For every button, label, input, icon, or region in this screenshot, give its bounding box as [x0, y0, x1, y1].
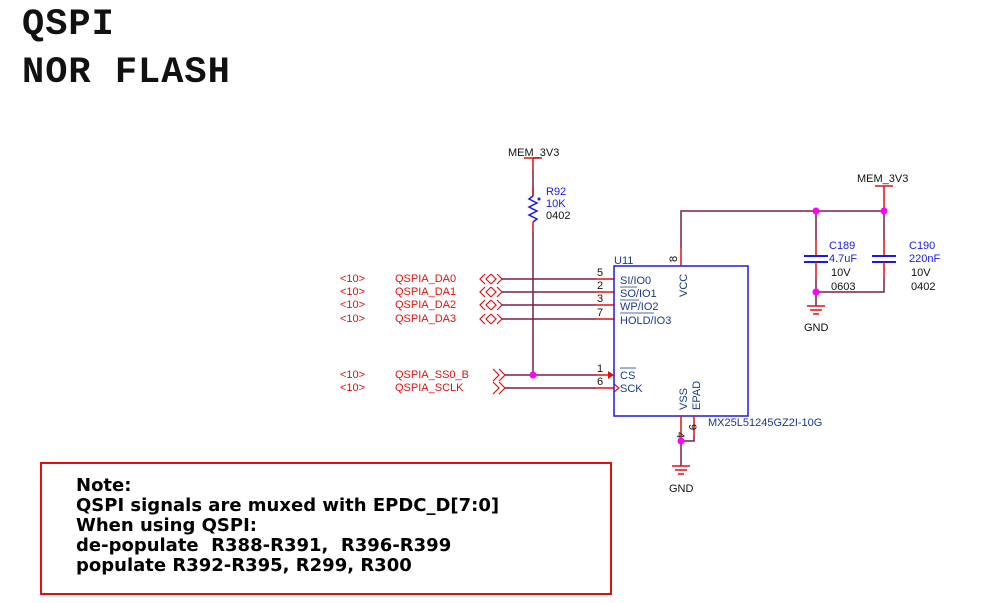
- c190-ref: C190: [909, 240, 935, 252]
- net-row-ss0: <10> QSPIA_SS0_B: [340, 368, 614, 382]
- junction-dot: [677, 437, 685, 445]
- net-page-ref: <10>: [340, 369, 365, 381]
- c190-package: 0402: [911, 281, 935, 293]
- bidir-offpage-icon: [479, 286, 503, 298]
- note-line: de-populate R388-R391, R396-R399: [76, 535, 452, 556]
- note-box: Note: QSPI signals are muxed with EPDC_D…: [40, 462, 612, 595]
- ground-icon: [672, 465, 690, 475]
- note-heading: Note:: [76, 475, 132, 496]
- r92-power-label: MEM_3V3: [508, 147, 559, 159]
- net-page-ref: <10>: [340, 313, 365, 325]
- bidir-offpage-icon: [479, 299, 503, 311]
- pin-number: 9: [686, 424, 698, 430]
- r92-package: 0402: [546, 210, 570, 222]
- net-row-sclk: <10> QSPIA_SCLK: [340, 381, 620, 395]
- pin-number: 2: [597, 280, 603, 292]
- net-page-ref: <10>: [340, 273, 365, 285]
- net-name: QSPIA_SS0_B: [395, 369, 469, 381]
- pin-number: 8: [668, 256, 680, 262]
- c190-value: 220nF: [909, 253, 940, 265]
- c189-value: 4.7uF: [829, 253, 857, 265]
- u11-part-number: MX25L51245GZ2I-10G: [708, 417, 822, 429]
- ground-icon: [807, 305, 825, 315]
- net-page-ref: <10>: [340, 382, 365, 394]
- net-name: QSPIA_DA2: [395, 299, 456, 311]
- net-row-da3: <10> QSPIA_DA3: [340, 313, 614, 325]
- pin-number: 4: [674, 432, 686, 438]
- cap-power-label: MEM_3V3: [857, 173, 908, 185]
- input-offpage-icon: [492, 368, 506, 382]
- gnd-label-ic: GND: [669, 483, 694, 495]
- schematic-title-line2: NOR FLASH: [22, 52, 231, 94]
- net-row-da1: <10> QSPIA_DA1: [340, 286, 614, 298]
- net-name: QSPIA_DA0: [395, 273, 456, 285]
- note-line: QSPI signals are muxed with EPDC_D[7:0]: [76, 495, 500, 516]
- pin-name: EPAD: [691, 381, 703, 410]
- pin-name: CS: [620, 370, 635, 382]
- pin-name: SI/IO0: [620, 275, 651, 287]
- capacitor-c190-icon: [872, 255, 896, 263]
- bidir-offpage-icon: [479, 273, 503, 285]
- junction-dot: [529, 371, 537, 379]
- pin-name: SO/IO1: [620, 288, 657, 300]
- c189-voltage: 10V: [831, 267, 851, 279]
- note-line: populate R392-R395, R299, R300: [76, 555, 412, 576]
- pin-name: VSS: [678, 388, 690, 410]
- capacitor-c189-icon: [804, 255, 828, 263]
- r92-ref: R92: [546, 186, 566, 198]
- net-row-da2: <10> QSPIA_DA2: [340, 299, 614, 311]
- c190-voltage: 10V: [911, 267, 931, 279]
- net-name: QSPIA_DA1: [395, 286, 456, 298]
- junction-dot: [812, 207, 820, 215]
- u11-ref: U11: [614, 255, 633, 267]
- input-offpage-icon: [492, 381, 506, 395]
- net-page-ref: <10>: [340, 286, 365, 298]
- note-line: When using QSPI:: [76, 515, 257, 536]
- r92-value: 10K: [546, 198, 566, 210]
- pin-number: 3: [597, 293, 603, 305]
- pin-number: 5: [597, 267, 603, 279]
- net-name: QSPIA_SCLK: [395, 382, 464, 394]
- resistor-r92-icon: [527, 195, 539, 223]
- pin-number: 6: [597, 376, 603, 388]
- c189-ref: C189: [829, 240, 855, 252]
- pin-name: WP/IO2: [620, 301, 659, 313]
- net-name: QSPIA_DA3: [395, 313, 456, 325]
- pin-name: VCC: [678, 274, 690, 297]
- pin-number: 7: [597, 307, 603, 319]
- schematic-title-line1: QSPI: [22, 4, 115, 46]
- r92-power-symbol: MEM_3V3: [508, 147, 559, 170]
- net-page-ref: <10>: [340, 299, 365, 311]
- pin-number: 1: [597, 363, 603, 375]
- junction-dot: [812, 288, 820, 296]
- gnd-label-cap: GND: [804, 322, 829, 334]
- pin-name: HOLD/IO3: [620, 315, 671, 327]
- junction-dot: [880, 207, 888, 215]
- net-row-da0: <10> QSPIA_DA0: [340, 273, 614, 285]
- c189-package: 0603: [831, 281, 855, 293]
- pin-name: SCK: [620, 383, 643, 395]
- cap-power-symbol: MEM_3V3: [857, 173, 908, 211]
- bidir-offpage-icon: [479, 313, 503, 325]
